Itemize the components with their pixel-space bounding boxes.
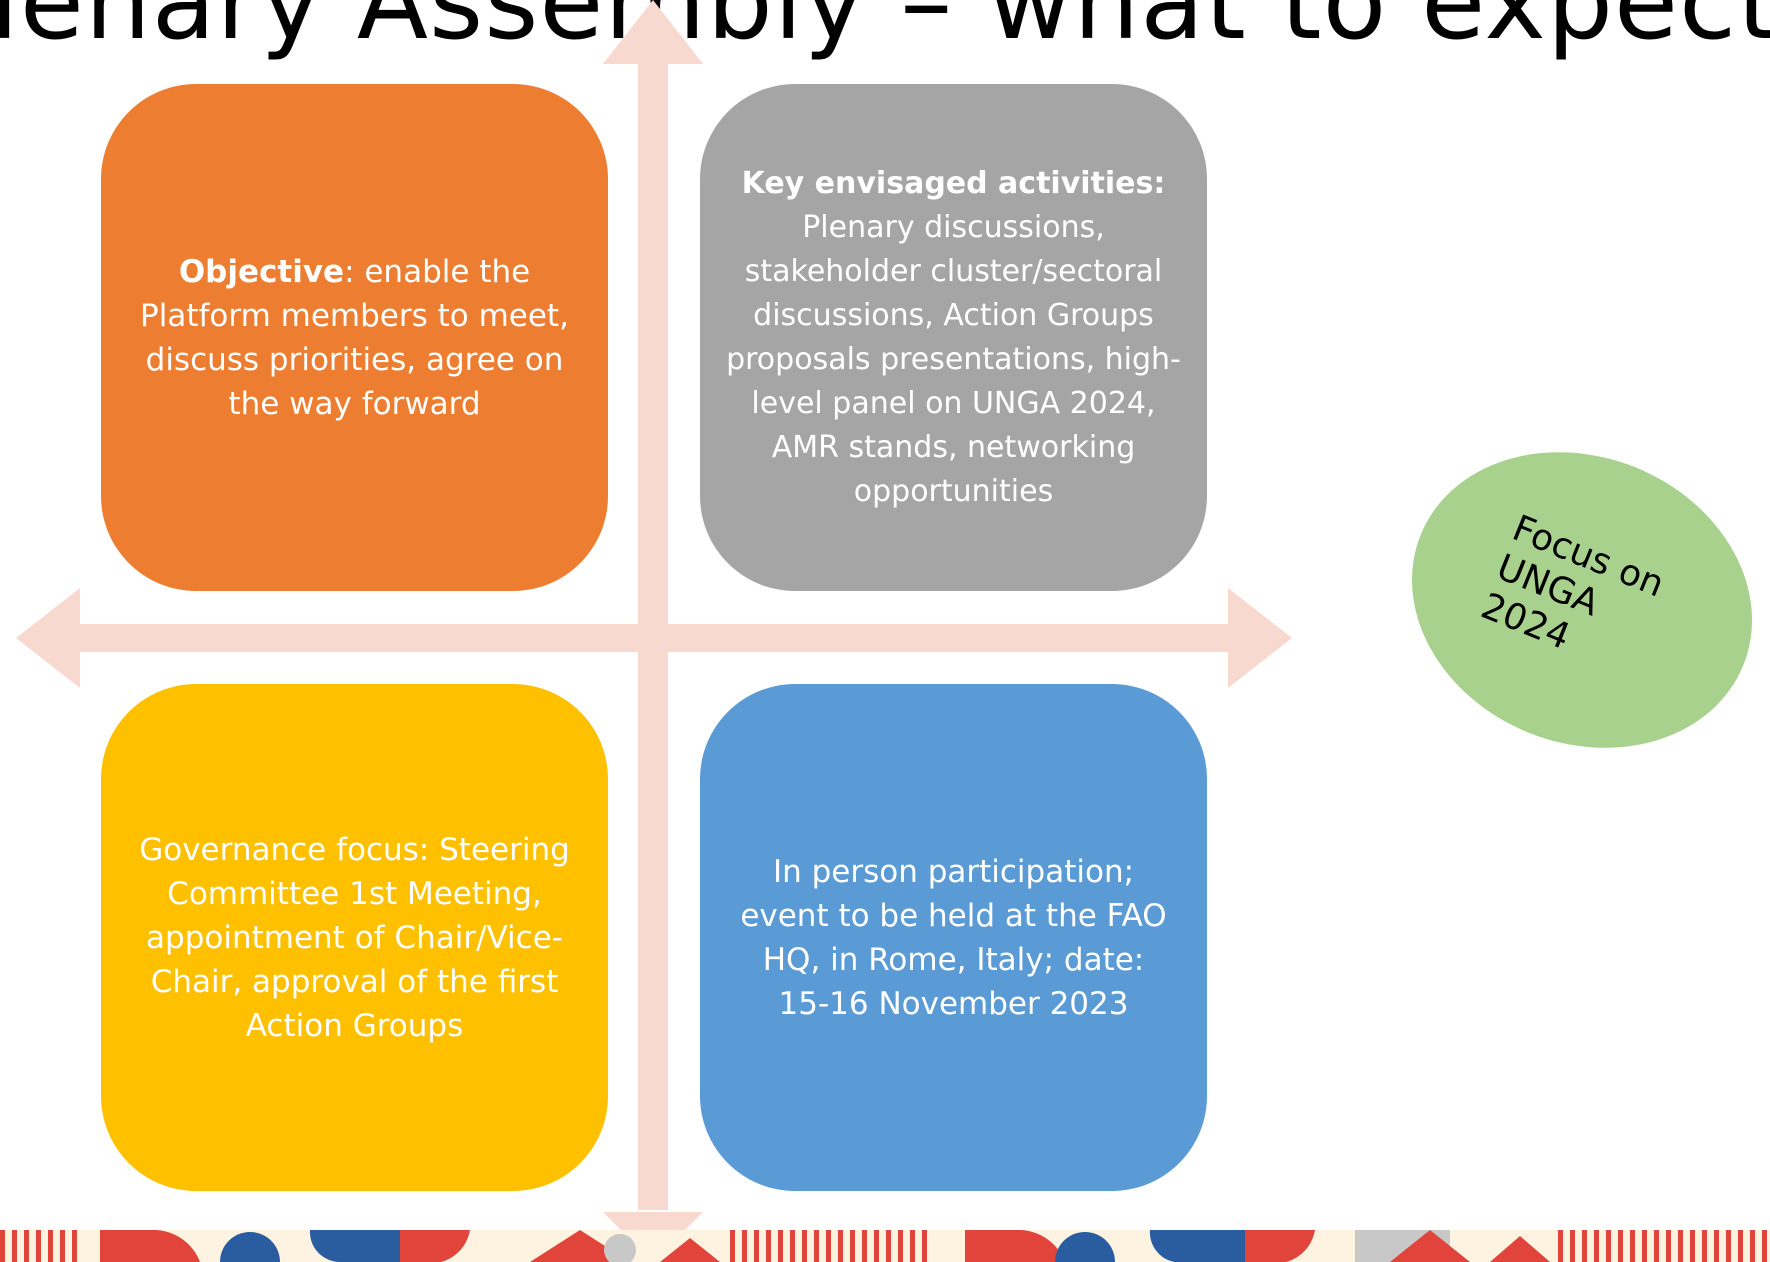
activities-box: Key envisaged activities: Plenary discuss…: [700, 84, 1207, 591]
stripe-group-left: [0, 1230, 77, 1262]
participation-text: In person participation; event to be hel…: [740, 853, 1167, 1022]
objective-description: : enable the Platform members to meet, d…: [140, 253, 569, 422]
stripe-group-mid: [730, 1230, 927, 1262]
stripe-group-right: [1558, 1230, 1767, 1262]
horizontal-axis: [78, 624, 1230, 652]
governance-box: Governance focus: Steering Committee 1st…: [101, 684, 608, 1191]
objective-label: Objective: [178, 253, 345, 290]
arrow-up-icon: [603, 0, 703, 64]
arrow-left-icon: [16, 588, 80, 688]
arrow-right-icon: [1228, 588, 1292, 688]
objective-box: Objective: enable the Platform members t…: [101, 84, 608, 591]
activities-label: Key envisaged activities:: [741, 165, 1166, 201]
participation-box: In person participation; event to be hel…: [700, 684, 1207, 1191]
activities-text: Key envisaged activities: Plenary discuss…: [726, 162, 1181, 514]
focus-oval-text: Focus on UNGA 2024: [1475, 507, 1670, 659]
slide-title: lenary Assembly – what to expect ?: [0, 0, 1770, 62]
activities-description: Plenary discussions, stakeholder cluster…: [726, 209, 1181, 509]
governance-text: Governance focus: Steering Committee 1st…: [139, 831, 570, 1044]
objective-text: Objective: enable the Platform members t…: [135, 250, 574, 426]
decorative-band: [0, 1230, 1770, 1262]
